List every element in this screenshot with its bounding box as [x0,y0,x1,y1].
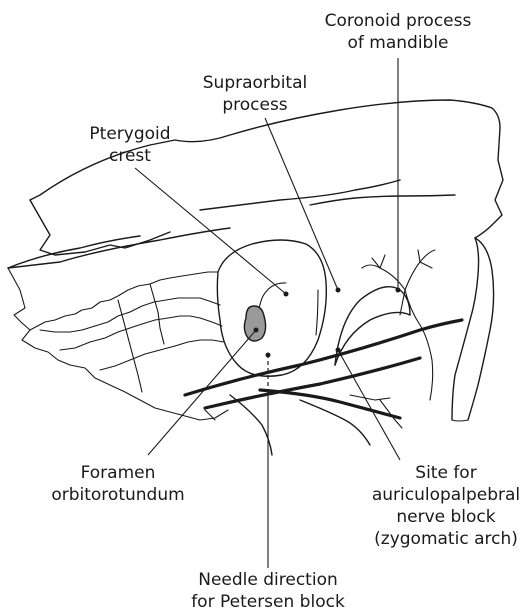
supraorbital-label-line1: Supraorbital [203,73,307,93]
needle-label-line2: for Petersen block [191,592,345,612]
zygomatic-arch-and-mandible [185,250,462,455]
foramen-orbitorotundum-shape [244,306,265,341]
pterygoid-label-line2: crest [109,146,151,166]
coronoid-label-line2: of mandible [347,33,448,53]
pterygoid-dot [284,292,289,297]
site-label-line4: (zygomatic arch) [374,529,518,549]
pterygoid-label-line1: Pterygoid [89,124,170,144]
site-label-line1: Site for [415,463,476,483]
site-label-line2: auriculopalpebral [372,485,520,505]
foramen-label-line2: orbitorotundum [51,485,184,505]
foramen-dot [254,328,259,333]
site-label-line3: nerve block [396,507,495,527]
skull-outline [8,100,503,421]
coronoid-label-line1: Coronoid process [325,11,472,31]
needle-label-line1: Needle direction [198,570,338,590]
needle-dot [266,353,271,358]
supraorbital-label-line2: process [222,95,287,115]
foramen-label-line1: Foramen [81,463,156,483]
pterygoid-leader [135,168,286,294]
nasal-maxilla-region [8,268,228,420]
labels: Coronoid process of mandible Supraorbita… [51,11,520,612]
supraorbital-dot [336,288,341,293]
site-dot [336,348,341,353]
supraorbital-leader [265,118,338,290]
coronoid-dot [396,288,401,293]
